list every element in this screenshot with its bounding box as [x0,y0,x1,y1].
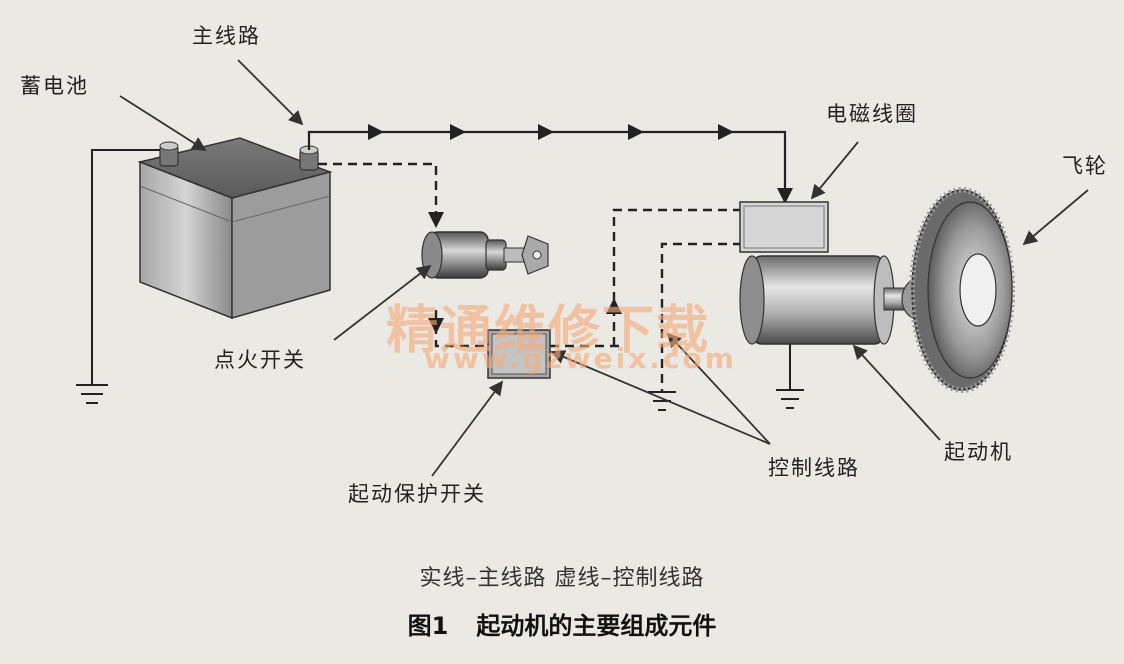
starter-motor-graphic [739,255,935,345]
battery-graphic [137,137,333,320]
label-starter-motor: 起动机 [944,440,1013,464]
label-solenoid-coil: 电磁线圈 [826,102,918,126]
label-ignition-switch: 点火开关 [214,348,306,372]
start-protect-switch-graphic [487,329,551,379]
figure-title: 起动机的主要组成元件 [476,612,717,640]
motor-ground-wire [776,344,804,409]
main-circuit-line [307,130,787,245]
figure-caption: 图1 起动机的主要组成元件 [0,606,1124,641]
label-control-circuit: 控制线路 [768,456,860,480]
ignition-switch-graphic [421,231,549,279]
watermark-url: www.gzweix.com [424,342,737,375]
label-start-protect-switch: 起动保护开关 [348,482,486,506]
label-main-circuit: 主线路 [192,24,261,48]
caption-legend: 实线–主线路 虚线–控制线路 [419,566,705,591]
battery-ground-wire [76,149,160,404]
label-battery: 蓄电池 [20,74,89,98]
figure-number: 图1 [407,612,449,640]
main-circuit-arrows [368,124,793,248]
callout-leader-lines [119,59,1089,477]
flywheel-graphic [909,187,1015,393]
control-circuit-arrows [428,212,622,334]
watermark-text: 精通维修下载 [386,301,711,361]
solenoid-coil-graphic [739,201,829,253]
label-flywheel: 飞轮 [1062,154,1108,178]
